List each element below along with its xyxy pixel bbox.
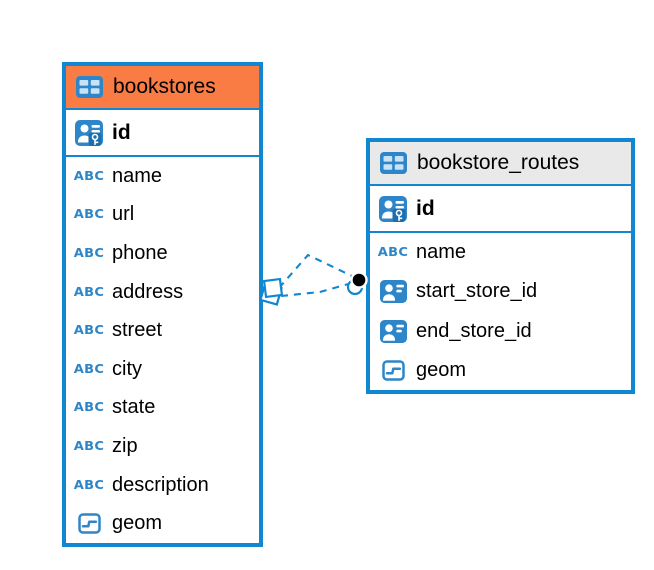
- table-bookstore-routes[interactable]: bookstore_routes id ABC name start_store…: [366, 138, 635, 395]
- text-type-icon: ABC: [73, 207, 105, 223]
- text-type-icon: ABC: [73, 477, 105, 493]
- column-name: state: [112, 396, 156, 419]
- text-type-icon: ABC: [73, 362, 105, 377]
- relationship-line-upper[interactable]: [278, 253, 353, 289]
- column-name: street: [112, 319, 163, 342]
- column-name: geom: [416, 359, 467, 382]
- column-name: id: [112, 120, 131, 144]
- text-type-icon: ABC: [73, 284, 105, 300]
- column-row-zip[interactable]: ABC zip: [66, 427, 259, 466]
- geometry-type-icon: [73, 513, 105, 534]
- text-type-icon: ABC: [73, 439, 105, 454]
- column-row-url[interactable]: ABC url: [66, 196, 259, 235]
- relationship-line-lower[interactable]: [280, 281, 353, 298]
- foreign-key-icon: [377, 280, 409, 303]
- column-row-state[interactable]: ABC state: [66, 389, 259, 428]
- text-type-icon: ABC: [377, 245, 409, 260]
- relationship-target-marker[interactable]: [346, 271, 368, 296]
- primary-key-icon: [73, 120, 105, 146]
- column-row-street[interactable]: ABC street: [66, 311, 259, 350]
- column-row-description[interactable]: ABC description: [66, 466, 259, 505]
- column-name: name: [112, 164, 163, 187]
- column-name: start_store_id: [416, 280, 538, 303]
- column-name: name: [416, 241, 467, 264]
- text-type-icon: ABC: [73, 169, 105, 184]
- text-type-icon: ABC: [73, 246, 105, 261]
- relationship-source-marker[interactable]: [259, 277, 284, 306]
- table-icon: [377, 152, 409, 174]
- table-bookstores-header[interactable]: bookstores: [66, 66, 259, 110]
- column-row-start-store-id[interactable]: start_store_id: [370, 272, 631, 311]
- column-row-end-store-id[interactable]: end_store_id: [370, 312, 631, 351]
- geometry-type-icon: [377, 360, 409, 381]
- column-row-name[interactable]: ABC name: [66, 157, 259, 196]
- column-name: city: [112, 357, 142, 380]
- column-name: description: [112, 473, 209, 496]
- column-name: url: [112, 203, 135, 226]
- table-bookstore-routes-header[interactable]: bookstore_routes: [370, 142, 631, 186]
- column-name: address: [112, 280, 184, 303]
- column-row-geom[interactable]: geom: [66, 504, 259, 543]
- column-row-name[interactable]: ABC name: [370, 233, 631, 272]
- column-name: end_store_id: [416, 319, 532, 342]
- column-row-phone[interactable]: ABC phone: [66, 234, 259, 273]
- column-name: geom: [112, 512, 163, 535]
- column-name: phone: [112, 241, 168, 264]
- text-type-icon: ABC: [73, 400, 105, 415]
- column-row-city[interactable]: ABC city: [66, 350, 259, 389]
- column-row-address[interactable]: ABC address: [66, 273, 259, 312]
- foreign-key-icon: [377, 320, 409, 343]
- table-title: bookstore_routes: [417, 151, 580, 174]
- column-row-id[interactable]: id: [66, 110, 259, 157]
- table-icon: [73, 76, 105, 98]
- text-type-icon: ABC: [73, 323, 105, 338]
- primary-key-icon: [377, 196, 409, 222]
- column-name: zip: [112, 434, 138, 457]
- column-row-id[interactable]: id: [370, 186, 631, 233]
- table-title: bookstores: [113, 75, 216, 98]
- column-name: id: [416, 196, 435, 220]
- table-bookstores[interactable]: bookstores id ABC name ABC url ABC phone…: [62, 62, 263, 547]
- column-row-geom[interactable]: geom: [370, 351, 631, 390]
